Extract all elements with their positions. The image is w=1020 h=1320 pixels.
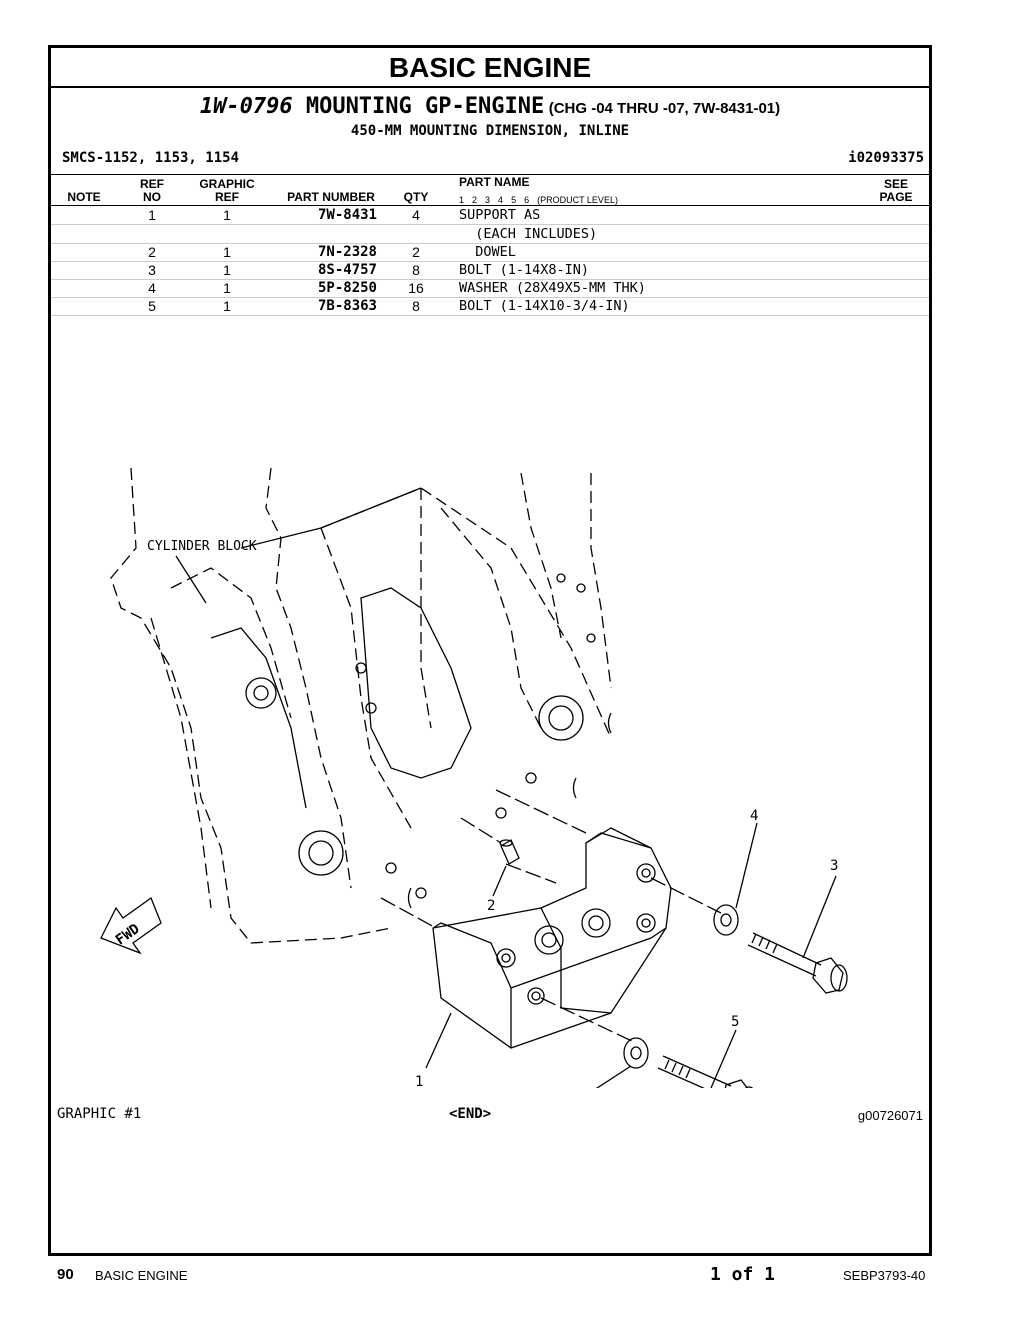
callout-5: 5 xyxy=(731,1014,739,1030)
col-see-top: SEE xyxy=(883,177,908,191)
table-row: 3 1 8S-4757 8 BOLT (1-14X8-IN) xyxy=(51,261,929,280)
smcs-codes: SMCS-1152, 1153, 1154 xyxy=(62,150,240,166)
table-row: 5 1 7B-8363 8 BOLT (1-14X10-3/4-IN) xyxy=(51,297,929,316)
bolt-upper xyxy=(747,932,848,994)
col-graphic-top: GRAPHIC xyxy=(199,177,255,191)
assembly-centerlines xyxy=(380,789,722,1044)
table-row: (EACH INCLUDES) xyxy=(51,225,929,244)
callout-2: 2 xyxy=(487,898,495,914)
parts-illustration: FWD CYLINDER BLOCK xyxy=(100,468,848,1088)
graphic-label: GRAPHIC #1 xyxy=(57,1106,142,1122)
page-frame: BASIC ENGINE 1W-0796 MOUNTING GP-ENGINE … xyxy=(48,45,932,1256)
page-of: 1 of 1 xyxy=(710,1264,776,1285)
cylinder-block-leader xyxy=(175,555,207,604)
col-part-number: PART NUMBER xyxy=(287,190,375,204)
group-heading: 1W-0796 MOUNTING GP-ENGINE (CHG -04 THRU… xyxy=(51,94,929,119)
col-ref-top: REF xyxy=(140,177,164,191)
callout-leader-1 xyxy=(425,1012,452,1069)
callout-1: 1 xyxy=(415,1074,423,1088)
info-id: i02093375 xyxy=(848,150,924,166)
table-row: 1 1 7W-8431 4 SUPPORT AS xyxy=(51,206,929,225)
callout-leader-3 xyxy=(802,875,837,959)
change-range: (CHG -04 THRU -07, 7W-8431-01) xyxy=(548,100,781,117)
group-name: MOUNTING GP-ENGINE xyxy=(305,94,545,119)
graphic-id: g00726071 xyxy=(857,1108,923,1123)
callout-leader-5 xyxy=(710,1029,737,1088)
callout-leader-4a xyxy=(735,822,758,909)
group-description: 450-MM MOUNTING DIMENSION, INLINE xyxy=(350,123,630,139)
col-qty: QTY xyxy=(403,190,429,204)
header-rule-bottom xyxy=(51,205,929,206)
graphic-end: <END> xyxy=(449,1106,492,1122)
callout-leader-4b xyxy=(595,1065,632,1088)
washer-upper xyxy=(713,904,739,936)
page-title: BASIC ENGINE xyxy=(51,48,929,88)
col-see-bottom: PAGE xyxy=(879,190,913,204)
col-part-name: PART NAME xyxy=(459,175,530,189)
footer-section: BASIC ENGINE xyxy=(95,1268,188,1283)
callout-leader-2 xyxy=(492,865,507,897)
col-ref-bottom: NO xyxy=(143,190,161,204)
col-graphic-bottom: REF xyxy=(215,190,239,204)
cylinder-block xyxy=(110,468,612,944)
block-solid-edges xyxy=(210,487,612,909)
washer-lower xyxy=(623,1037,649,1069)
document-number: SEBP3793-40 xyxy=(843,1268,926,1283)
dowel xyxy=(499,839,520,865)
fwd-arrow xyxy=(100,896,162,955)
support-assembly xyxy=(432,827,672,1049)
table-row: 4 1 5P-8250 16 WASHER (28X49X5-MM THK) xyxy=(51,279,929,298)
bolt-lower xyxy=(657,1055,754,1088)
callout-3: 3 xyxy=(830,858,838,874)
cylinder-block-label: CYLINDER BLOCK xyxy=(147,539,257,554)
page-number: 90 xyxy=(57,1266,74,1283)
callout-4a: 4 xyxy=(750,808,758,824)
group-number: 1W-0796 xyxy=(199,94,293,119)
table-row: 2 1 7N-2328 2 DOWEL xyxy=(51,243,929,262)
col-note: NOTE xyxy=(67,190,101,204)
header-rule-top xyxy=(51,174,929,175)
